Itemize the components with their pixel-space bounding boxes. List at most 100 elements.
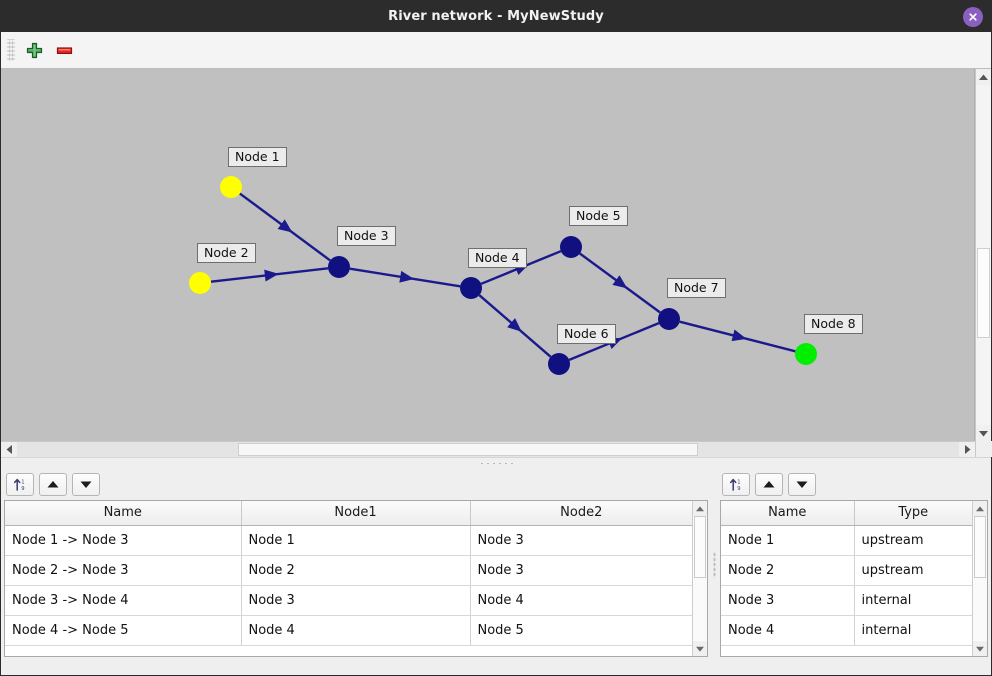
- node-label-node-7[interactable]: Node 7: [667, 278, 726, 299]
- add-node-button[interactable]: [19, 36, 49, 64]
- river-network-canvas[interactable]: Node 1 Node 2 Node 3 Node 4 Node 5 Node 6 Node…: [1, 69, 975, 441]
- reaches-scroll-down-arrow[interactable]: [693, 641, 707, 656]
- node-label-node-5[interactable]: Node 5: [569, 206, 628, 227]
- close-window-button[interactable]: [963, 6, 983, 27]
- reaches-move-up-button[interactable]: [39, 472, 67, 496]
- nodes-move-down-button[interactable]: [788, 472, 816, 496]
- splitter-grip-dots: [479, 461, 513, 465]
- nodes-column-header-1[interactable]: Type: [854, 501, 972, 526]
- scrollbar-corner: [976, 441, 992, 457]
- graph-node-node-1[interactable]: [220, 176, 242, 198]
- scroll-up-arrow[interactable]: [976, 69, 991, 85]
- horizontal-splitter[interactable]: [1, 457, 991, 468]
- nodes-scroll-thumb[interactable]: [974, 516, 986, 578]
- nodes-table-scrollbar[interactable]: [972, 501, 987, 656]
- graph-node-node-3[interactable]: [328, 256, 350, 278]
- triangle-right-icon: [964, 445, 970, 454]
- graph-node-node-6[interactable]: [548, 353, 570, 375]
- nodes-cell-r1-c0[interactable]: Node 2: [721, 555, 855, 586]
- reaches-cell-r2-c0[interactable]: Node 3 -> Node 4: [5, 585, 242, 616]
- reaches-column-header-1[interactable]: Node1: [241, 501, 471, 526]
- reaches-toolbar: 1 9: [1, 468, 711, 500]
- vertical-scroll-thumb[interactable]: [977, 248, 990, 338]
- edge-arrowhead: [507, 318, 522, 332]
- edge-arrowhead: [264, 269, 279, 282]
- scroll-left-arrow[interactable]: [1, 442, 17, 457]
- graph-node-node-2[interactable]: [189, 272, 211, 294]
- reaches-cell-r1-c1[interactable]: Node 2: [241, 555, 471, 586]
- node-label-node-6[interactable]: Node 6: [557, 324, 616, 345]
- reaches-cell-r0-c2[interactable]: Node 3: [470, 525, 692, 556]
- scroll-right-arrow[interactable]: [959, 442, 975, 457]
- pane-divider-grip-dots: [712, 551, 716, 578]
- reaches-cell-r0-c1[interactable]: Node 1: [241, 525, 471, 556]
- reaches-scroll-track[interactable]: [693, 516, 707, 641]
- nodes-column-header-0[interactable]: Name: [721, 501, 855, 526]
- reaches-column-header-2[interactable]: Node2: [470, 501, 692, 526]
- reaches-cell-r3-c1[interactable]: Node 4: [241, 615, 471, 646]
- graph-node-node-5[interactable]: [560, 236, 582, 258]
- reaches-cell-r1-c2[interactable]: Node 3: [470, 555, 692, 586]
- reaches-column-header-0[interactable]: Name: [5, 501, 242, 526]
- horizontal-scroll-thumb[interactable]: [238, 443, 698, 456]
- reaches-scroll-thumb[interactable]: [694, 516, 706, 578]
- nodes-scroll-down-arrow[interactable]: [973, 641, 987, 656]
- graph-node-node-7[interactable]: [658, 308, 680, 330]
- graph-node-node-8[interactable]: [795, 343, 817, 365]
- reaches-table-scrollbar[interactable]: [692, 501, 707, 656]
- nodes-scroll-track[interactable]: [973, 516, 987, 641]
- node-label-node-3[interactable]: Node 3: [337, 226, 396, 247]
- nodes-cell-r2-c1[interactable]: internal: [854, 585, 972, 616]
- edge-arrowhead: [277, 219, 293, 233]
- nodes-scroll-up-arrow[interactable]: [973, 501, 987, 516]
- reaches-scroll-up-arrow[interactable]: [693, 501, 707, 516]
- canvas-horizontal-scrollbar[interactable]: [1, 441, 975, 457]
- remove-node-button[interactable]: [49, 36, 79, 64]
- nodes-cell-r0-c0[interactable]: Node 1: [721, 525, 855, 556]
- nodes-cell-r3-c1[interactable]: internal: [854, 615, 972, 646]
- reaches-cell-r3-c0[interactable]: Node 4 -> Node 5: [5, 615, 242, 646]
- nodes-cell-r1-c1[interactable]: upstream: [854, 555, 972, 586]
- node-label-node-2[interactable]: Node 2: [197, 243, 256, 264]
- reaches-move-down-button[interactable]: [72, 472, 100, 496]
- reaches-cell-r2-c1[interactable]: Node 3: [241, 585, 471, 616]
- horizontal-scroll-track[interactable]: [17, 442, 959, 457]
- nodes-cell-r3-c0[interactable]: Node 4: [721, 615, 855, 646]
- canvas-vertical-scrollbar[interactable]: [975, 69, 992, 457]
- nodes-cell-r2-c0[interactable]: Node 3: [721, 585, 855, 616]
- toolbar-grip[interactable]: [7, 39, 15, 61]
- nodes-move-up-button[interactable]: [755, 472, 783, 496]
- nodes-pane: 1 9: [717, 468, 991, 661]
- sort-ascending-icon: 1 9: [729, 478, 740, 492]
- triangle-down-icon: [976, 646, 984, 652]
- svg-text:9: 9: [737, 486, 740, 492]
- node-label-node-1[interactable]: Node 1: [228, 147, 287, 168]
- reaches-cell-r1-c0[interactable]: Node 2 -> Node 3: [5, 555, 242, 586]
- nodes-sort-button[interactable]: 1 9: [722, 472, 750, 496]
- node-label-node-8[interactable]: Node 8: [804, 314, 863, 335]
- vertical-pane-divider[interactable]: [711, 468, 717, 661]
- reaches-sort-button[interactable]: 1 9: [6, 472, 34, 496]
- reaches-cell-r0-c0[interactable]: Node 1 -> Node 3: [5, 525, 242, 556]
- scroll-down-arrow[interactable]: [976, 425, 991, 441]
- reaches-cell-r2-c2[interactable]: Node 4: [470, 585, 692, 616]
- triangle-down-icon: [796, 481, 808, 488]
- node-label-node-4[interactable]: Node 4: [468, 248, 527, 269]
- nodes-cell-r0-c1[interactable]: upstream: [854, 525, 972, 556]
- vertical-scroll-track[interactable]: [976, 85, 991, 425]
- graph-node-node-4[interactable]: [460, 277, 482, 299]
- reaches-cell-r3-c2[interactable]: Node 5: [470, 615, 692, 646]
